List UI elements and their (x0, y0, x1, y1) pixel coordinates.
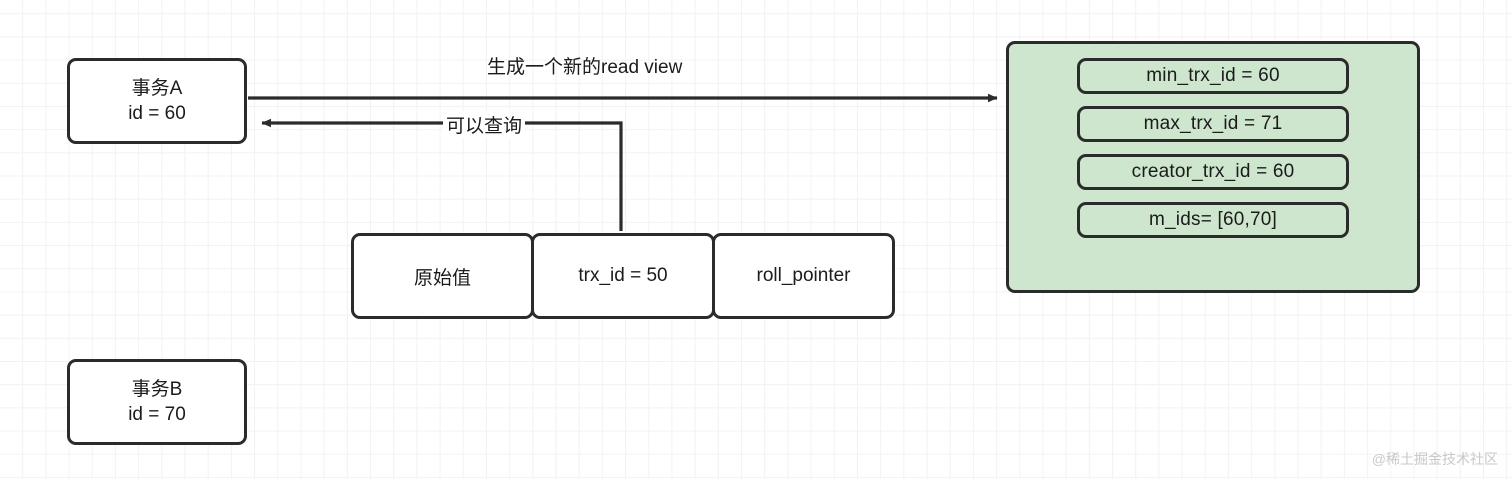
record-row: 原始值 trx_id = 50 roll_pointer (351, 233, 895, 319)
record-cell-roll-pointer: roll_pointer (712, 233, 895, 319)
watermark: @稀土掘金技术社区 (1371, 451, 1498, 467)
transaction-b-name: 事务B (131, 378, 183, 400)
read-view-item-creator-trx-id: creator_trx_id = 60 (1077, 154, 1349, 190)
read-view-panel: min_trx_id = 60 max_trx_id = 71 creator_… (1006, 41, 1420, 293)
transaction-a-id: id = 60 (128, 103, 186, 124)
read-view-item-m-ids: m_ids= [60,70] (1077, 202, 1349, 238)
edge-can-query (261, 118, 623, 231)
edge-label-generate-readview: 生成一个新的read view (487, 57, 683, 78)
read-view-item-min-trx-id: min_trx_id = 60 (1077, 58, 1349, 94)
transaction-b-node[interactable]: 事务B id = 70 (67, 359, 247, 445)
transaction-a-name: 事务A (131, 77, 183, 99)
edge-label-can-query: 可以查询 (443, 111, 526, 138)
read-view-item-max-trx-id: max_trx_id = 71 (1077, 106, 1349, 142)
record-cell-trx-id: trx_id = 50 (531, 233, 715, 319)
record-cell-original-value: 原始值 (351, 233, 534, 319)
transaction-b-id: id = 70 (128, 404, 186, 425)
transaction-a-node[interactable]: 事务A id = 60 (67, 58, 247, 144)
